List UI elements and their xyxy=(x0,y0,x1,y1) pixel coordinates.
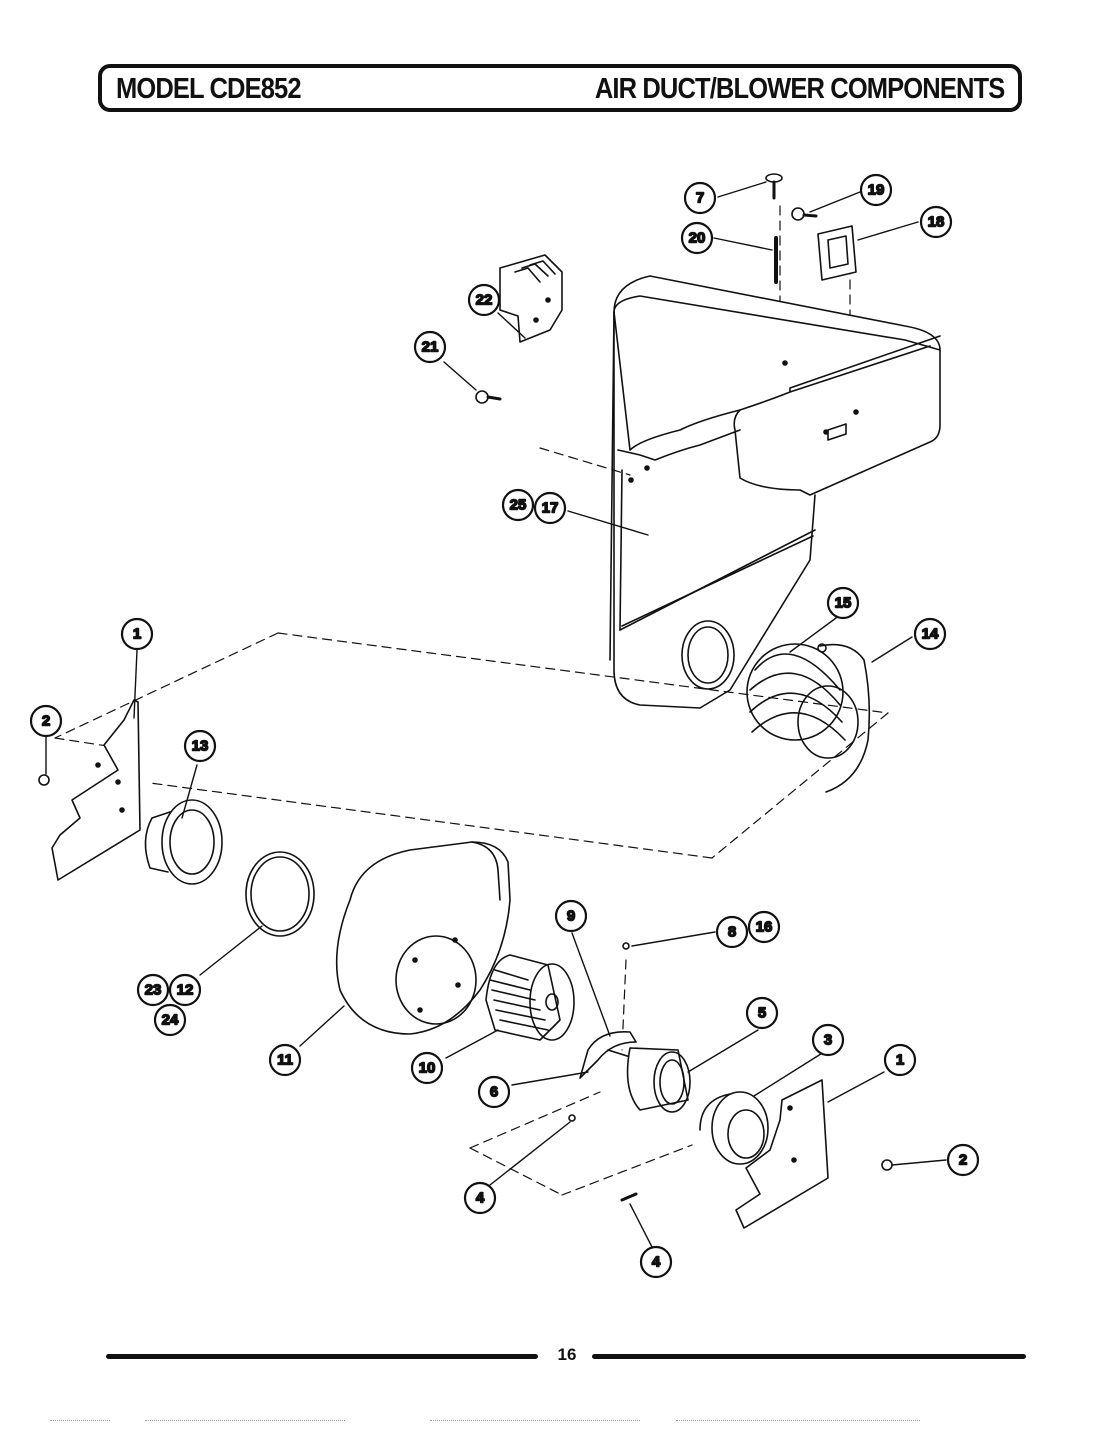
svg-text:12: 12 xyxy=(177,982,194,999)
callout-18: 18 xyxy=(919,205,953,239)
svg-text:17: 17 xyxy=(542,500,559,517)
page-number: 16 xyxy=(557,1345,577,1364)
svg-text:4: 4 xyxy=(652,1254,661,1271)
svg-text:21: 21 xyxy=(422,339,439,356)
callout-2-right: 2 xyxy=(946,1143,980,1177)
alignment-dashed-lines xyxy=(54,205,889,1196)
callout-9: 9 xyxy=(554,899,588,933)
callout-10: 10 xyxy=(410,1051,444,1085)
scan-edge-mark xyxy=(430,1420,640,1421)
svg-text:13: 13 xyxy=(192,738,209,755)
svg-text:19: 19 xyxy=(868,182,885,199)
svg-text:23: 23 xyxy=(145,982,162,999)
callout-1-left: 1 xyxy=(120,617,154,651)
svg-text:16: 16 xyxy=(756,919,773,936)
svg-text:6: 6 xyxy=(490,1084,498,1101)
screw-7 xyxy=(765,173,783,200)
scan-edge-mark xyxy=(676,1420,920,1421)
callout-2-left: 2 xyxy=(29,704,63,738)
callout-17: 17 xyxy=(533,491,567,525)
svg-text:24: 24 xyxy=(162,1012,179,1029)
callout-6: 6 xyxy=(477,1075,511,1109)
svg-text:2: 2 xyxy=(959,1152,967,1169)
screw-21 xyxy=(475,390,502,404)
blower-wheel-10 xyxy=(485,954,575,1041)
callout-12: 12 xyxy=(168,973,202,1007)
callout-20: 20 xyxy=(680,221,714,255)
mounting-plate-left xyxy=(51,699,141,881)
callout-5: 5 xyxy=(745,996,779,1030)
nut-2-right xyxy=(881,1159,893,1171)
svg-text:7: 7 xyxy=(696,190,704,207)
nut-2-left xyxy=(38,774,50,786)
vent-hose-15 xyxy=(746,643,871,793)
svg-text:9: 9 xyxy=(567,908,575,925)
callout-13: 13 xyxy=(183,729,217,763)
leader-lines xyxy=(45,181,947,1248)
callout-4-left: 4 xyxy=(463,1181,497,1215)
callout-11: 11 xyxy=(268,1043,302,1077)
svg-text:2: 2 xyxy=(42,713,50,730)
svg-text:1: 1 xyxy=(896,1052,904,1069)
screw-4 xyxy=(620,1192,638,1202)
svg-text:11: 11 xyxy=(277,1052,293,1069)
scan-edge-mark xyxy=(50,1420,110,1421)
motor-5 xyxy=(626,1047,691,1113)
page-header: MODEL CDE852 AIR DUCT/BLOWER COMPONENTS xyxy=(98,64,1022,112)
section-title: AIR DUCT/BLOWER COMPONENTS xyxy=(594,73,1004,105)
callout-4-right: 4 xyxy=(639,1245,673,1279)
svg-text:5: 5 xyxy=(758,1005,766,1022)
callout-24: 24 xyxy=(153,1003,187,1037)
svg-text:15: 15 xyxy=(835,595,852,612)
svg-text:8: 8 xyxy=(728,924,736,941)
footer-rule-right xyxy=(592,1354,1026,1359)
svg-text:25: 25 xyxy=(510,497,527,514)
svg-text:4: 4 xyxy=(476,1190,485,1207)
callout-8: 8 xyxy=(715,915,749,949)
callout-22: 22 xyxy=(467,283,501,317)
cover-18 xyxy=(817,225,857,281)
bracket-22 xyxy=(499,254,563,343)
callout-15: 15 xyxy=(826,586,860,620)
mounting-plate-right xyxy=(735,1079,829,1229)
callout-1-right: 1 xyxy=(883,1043,917,1077)
callout-25: 25 xyxy=(501,488,535,522)
callout-3: 3 xyxy=(811,1023,845,1057)
callout-7: 7 xyxy=(683,181,717,215)
motor-bracket-3 xyxy=(568,1091,769,1165)
air-duct xyxy=(609,275,941,709)
svg-text:10: 10 xyxy=(419,1060,436,1077)
duct-adaptor-13 xyxy=(144,799,223,885)
model-label: MODEL CDE852 xyxy=(116,73,302,105)
callout-21: 21 xyxy=(413,330,447,364)
footer-rule-left xyxy=(106,1354,538,1359)
svg-text:1: 1 xyxy=(133,626,141,643)
gasket-12 xyxy=(245,851,315,937)
callout-19: 19 xyxy=(859,173,893,207)
svg-text:14: 14 xyxy=(922,626,939,643)
svg-text:22: 22 xyxy=(476,292,493,309)
callout-14: 14 xyxy=(913,617,947,651)
scan-edge-mark xyxy=(145,1420,345,1421)
callout-16: 16 xyxy=(747,910,781,944)
svg-text:20: 20 xyxy=(689,230,706,247)
callout-23: 23 xyxy=(136,973,170,1007)
svg-text:3: 3 xyxy=(824,1032,832,1049)
screw-19 xyxy=(791,207,818,221)
blower-housing-11 xyxy=(335,841,511,1035)
svg-text:18: 18 xyxy=(928,214,945,231)
